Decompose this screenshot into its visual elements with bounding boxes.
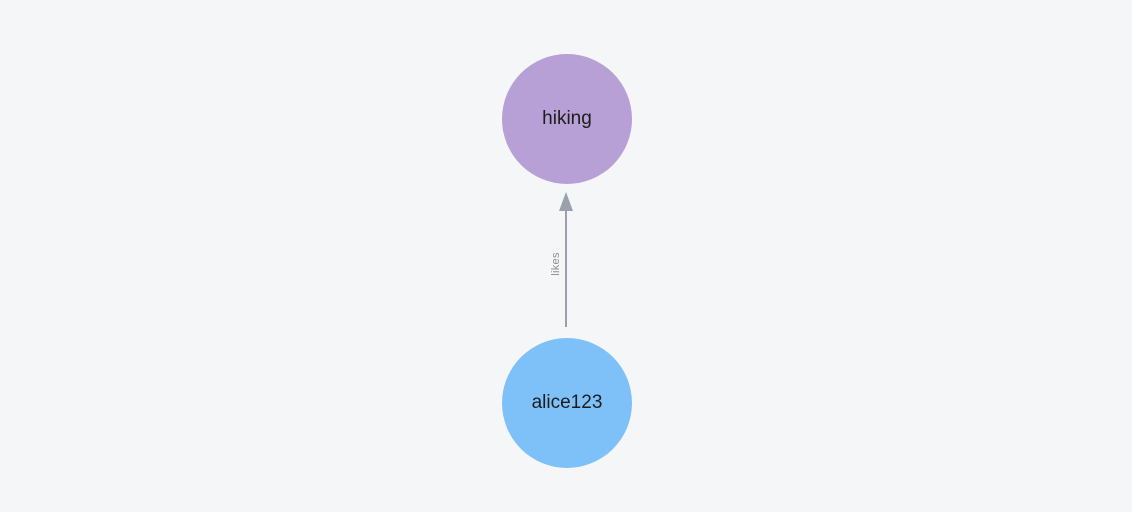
graph-node-hiking[interactable]: hiking <box>502 54 632 184</box>
arrowhead-up-icon <box>559 192 573 211</box>
node-label-alice123: alice123 <box>531 392 603 413</box>
edge-line-likes[interactable] <box>565 207 567 327</box>
node-label-hiking: hiking <box>542 108 592 129</box>
edge-label-likes[interactable]: likes <box>550 252 562 276</box>
graph-node-alice123[interactable]: alice123 <box>502 338 632 468</box>
